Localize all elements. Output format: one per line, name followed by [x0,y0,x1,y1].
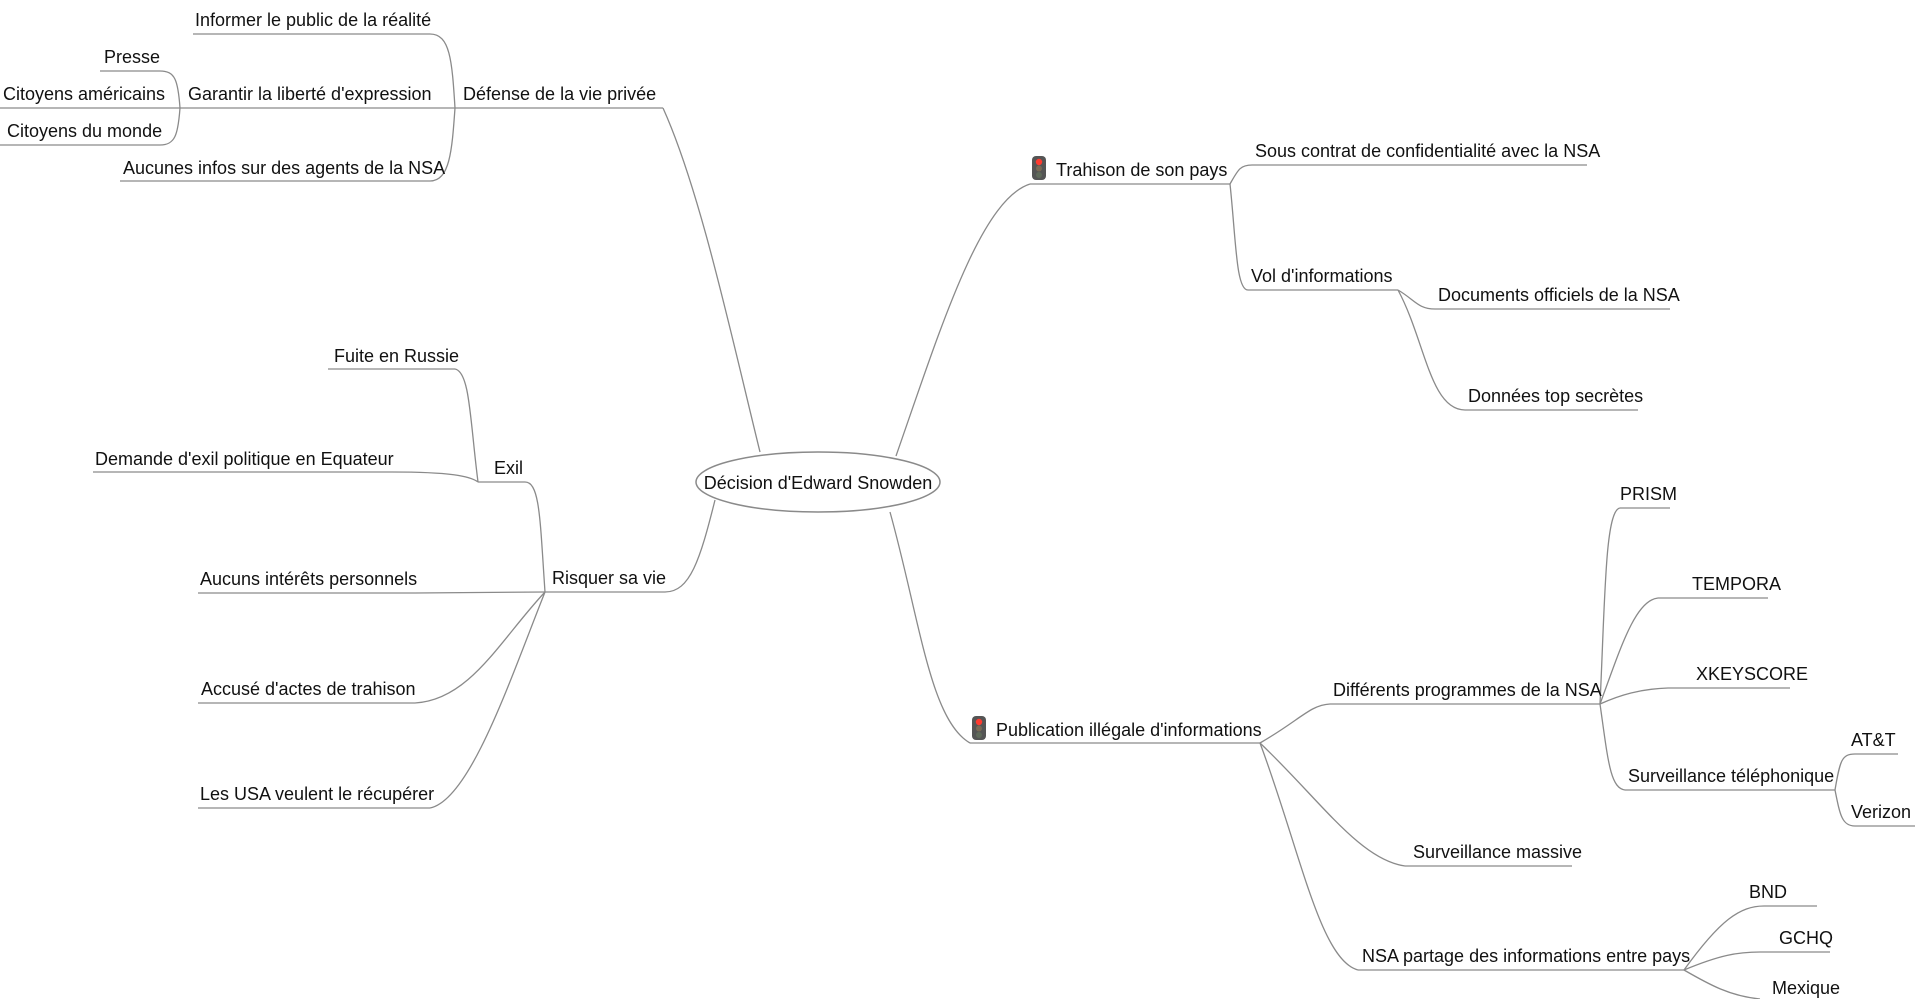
node-verizon[interactable]: Verizon [1851,802,1911,822]
connector-telephonique-verizon [1834,789,1856,827]
node-publication-illegale[interactable]: Publication illégale d'informations [996,720,1262,740]
connector-defense-aucunes [429,107,456,182]
node-att[interactable]: AT&T [1851,730,1896,750]
connector-root-risquer [664,499,716,593]
traffic-light-icon [972,716,986,740]
connector-risquer-usa [429,591,546,809]
connector-partage-gchq [1683,951,1761,971]
connector-vol-documents [1397,289,1436,310]
node-surveillance-massive[interactable]: Surveillance massive [1413,842,1582,862]
traffic-light-icon [1032,156,1046,180]
node-garantir-liberte[interactable]: Garantir la liberté d'expression [188,84,432,104]
node-interets-personnels[interactable]: Aucuns intérêts personnels [200,569,417,589]
root-ellipse [695,451,941,513]
connector-garantir-presse [159,70,181,109]
node-donnees-top-secretes[interactable]: Données top secrètes [1468,386,1643,406]
node-partage-informations[interactable]: NSA partage des informations entre pays [1362,946,1690,966]
root-node[interactable]: Décision d'Edward Snowden [695,451,941,513]
connector-trahison-vol [1229,183,1249,291]
node-presse[interactable]: Presse [104,47,160,67]
connector-programmes-tempora [1599,597,1659,705]
connector-partage-bnd [1683,905,1765,971]
connector-programmes-prism [1599,507,1621,705]
node-prism[interactable]: PRISM [1620,484,1677,504]
node-tempora[interactable]: TEMPORA [1692,574,1781,594]
node-bnd[interactable]: BND [1749,882,1787,902]
connector-publication-massive [1259,742,1406,867]
node-informer-public[interactable]: Informer le public de la réalité [195,10,431,30]
connector-programmes-xkeyscore [1599,687,1669,705]
connector-publication-programmes [1259,703,1331,744]
node-xkeyscore[interactable]: XKEYSCORE [1696,664,1808,684]
root-label: Décision d'Edward Snowden [704,473,933,493]
node-trahison-pays[interactable]: Trahison de son pays [1056,160,1227,180]
connector-exil-russie [454,368,479,483]
connector-risquer-accuse [414,591,546,704]
node-fuite-russie[interactable]: Fuite en Russie [334,346,459,366]
node-surveillance-telephonique[interactable]: Surveillance téléphonique [1628,766,1834,786]
connector-programmes-telephonique [1599,703,1626,791]
connector-vol-donnees [1397,289,1466,411]
connector-trahison-contrat [1229,164,1253,185]
connector-risquer-interets [414,591,546,594]
connector-garantir-monde [159,107,181,146]
node-aucunes-infos[interactable]: Aucunes infos sur des agents de la NSA [123,158,445,178]
node-programmes-nsa[interactable]: Différents programmes de la NSA [1333,680,1602,700]
connector-publication-partage [1259,742,1359,971]
connector-partage-mexique [1683,969,1761,999]
connector-root-publication [889,511,971,744]
node-usa-recuperer[interactable]: Les USA veulent le récupérer [200,784,434,804]
node-defense-vie-privee[interactable]: Défense de la vie privée [463,84,656,104]
connector-telephonique-att [1834,753,1856,791]
connector-defense-informer [429,33,456,109]
connector-risquer-exil [524,481,546,593]
node-citoyens-americains[interactable]: Citoyens américains [3,84,165,104]
connector-exil-equateur [391,471,479,483]
node-exil[interactable]: Exil [494,458,523,478]
node-vol-informations[interactable]: Vol d'informations [1251,266,1393,286]
node-documents-officiels[interactable]: Documents officiels de la NSA [1438,285,1680,305]
node-risquer-sa-vie[interactable]: Risquer sa vie [552,568,666,588]
node-exil-equateur[interactable]: Demande d'exil politique en Equateur [95,449,394,469]
node-accuse-trahison[interactable]: Accusé d'actes de trahison [201,679,416,699]
node-citoyens-monde[interactable]: Citoyens du monde [7,121,162,141]
node-mexique[interactable]: Mexique [1772,978,1840,998]
node-contrat-confidentialite[interactable]: Sous contrat de confidentialité avec la … [1255,141,1600,161]
connector-root-defense [662,107,761,453]
connector-root-trahison [895,183,1031,457]
node-gchq[interactable]: GCHQ [1779,928,1833,948]
